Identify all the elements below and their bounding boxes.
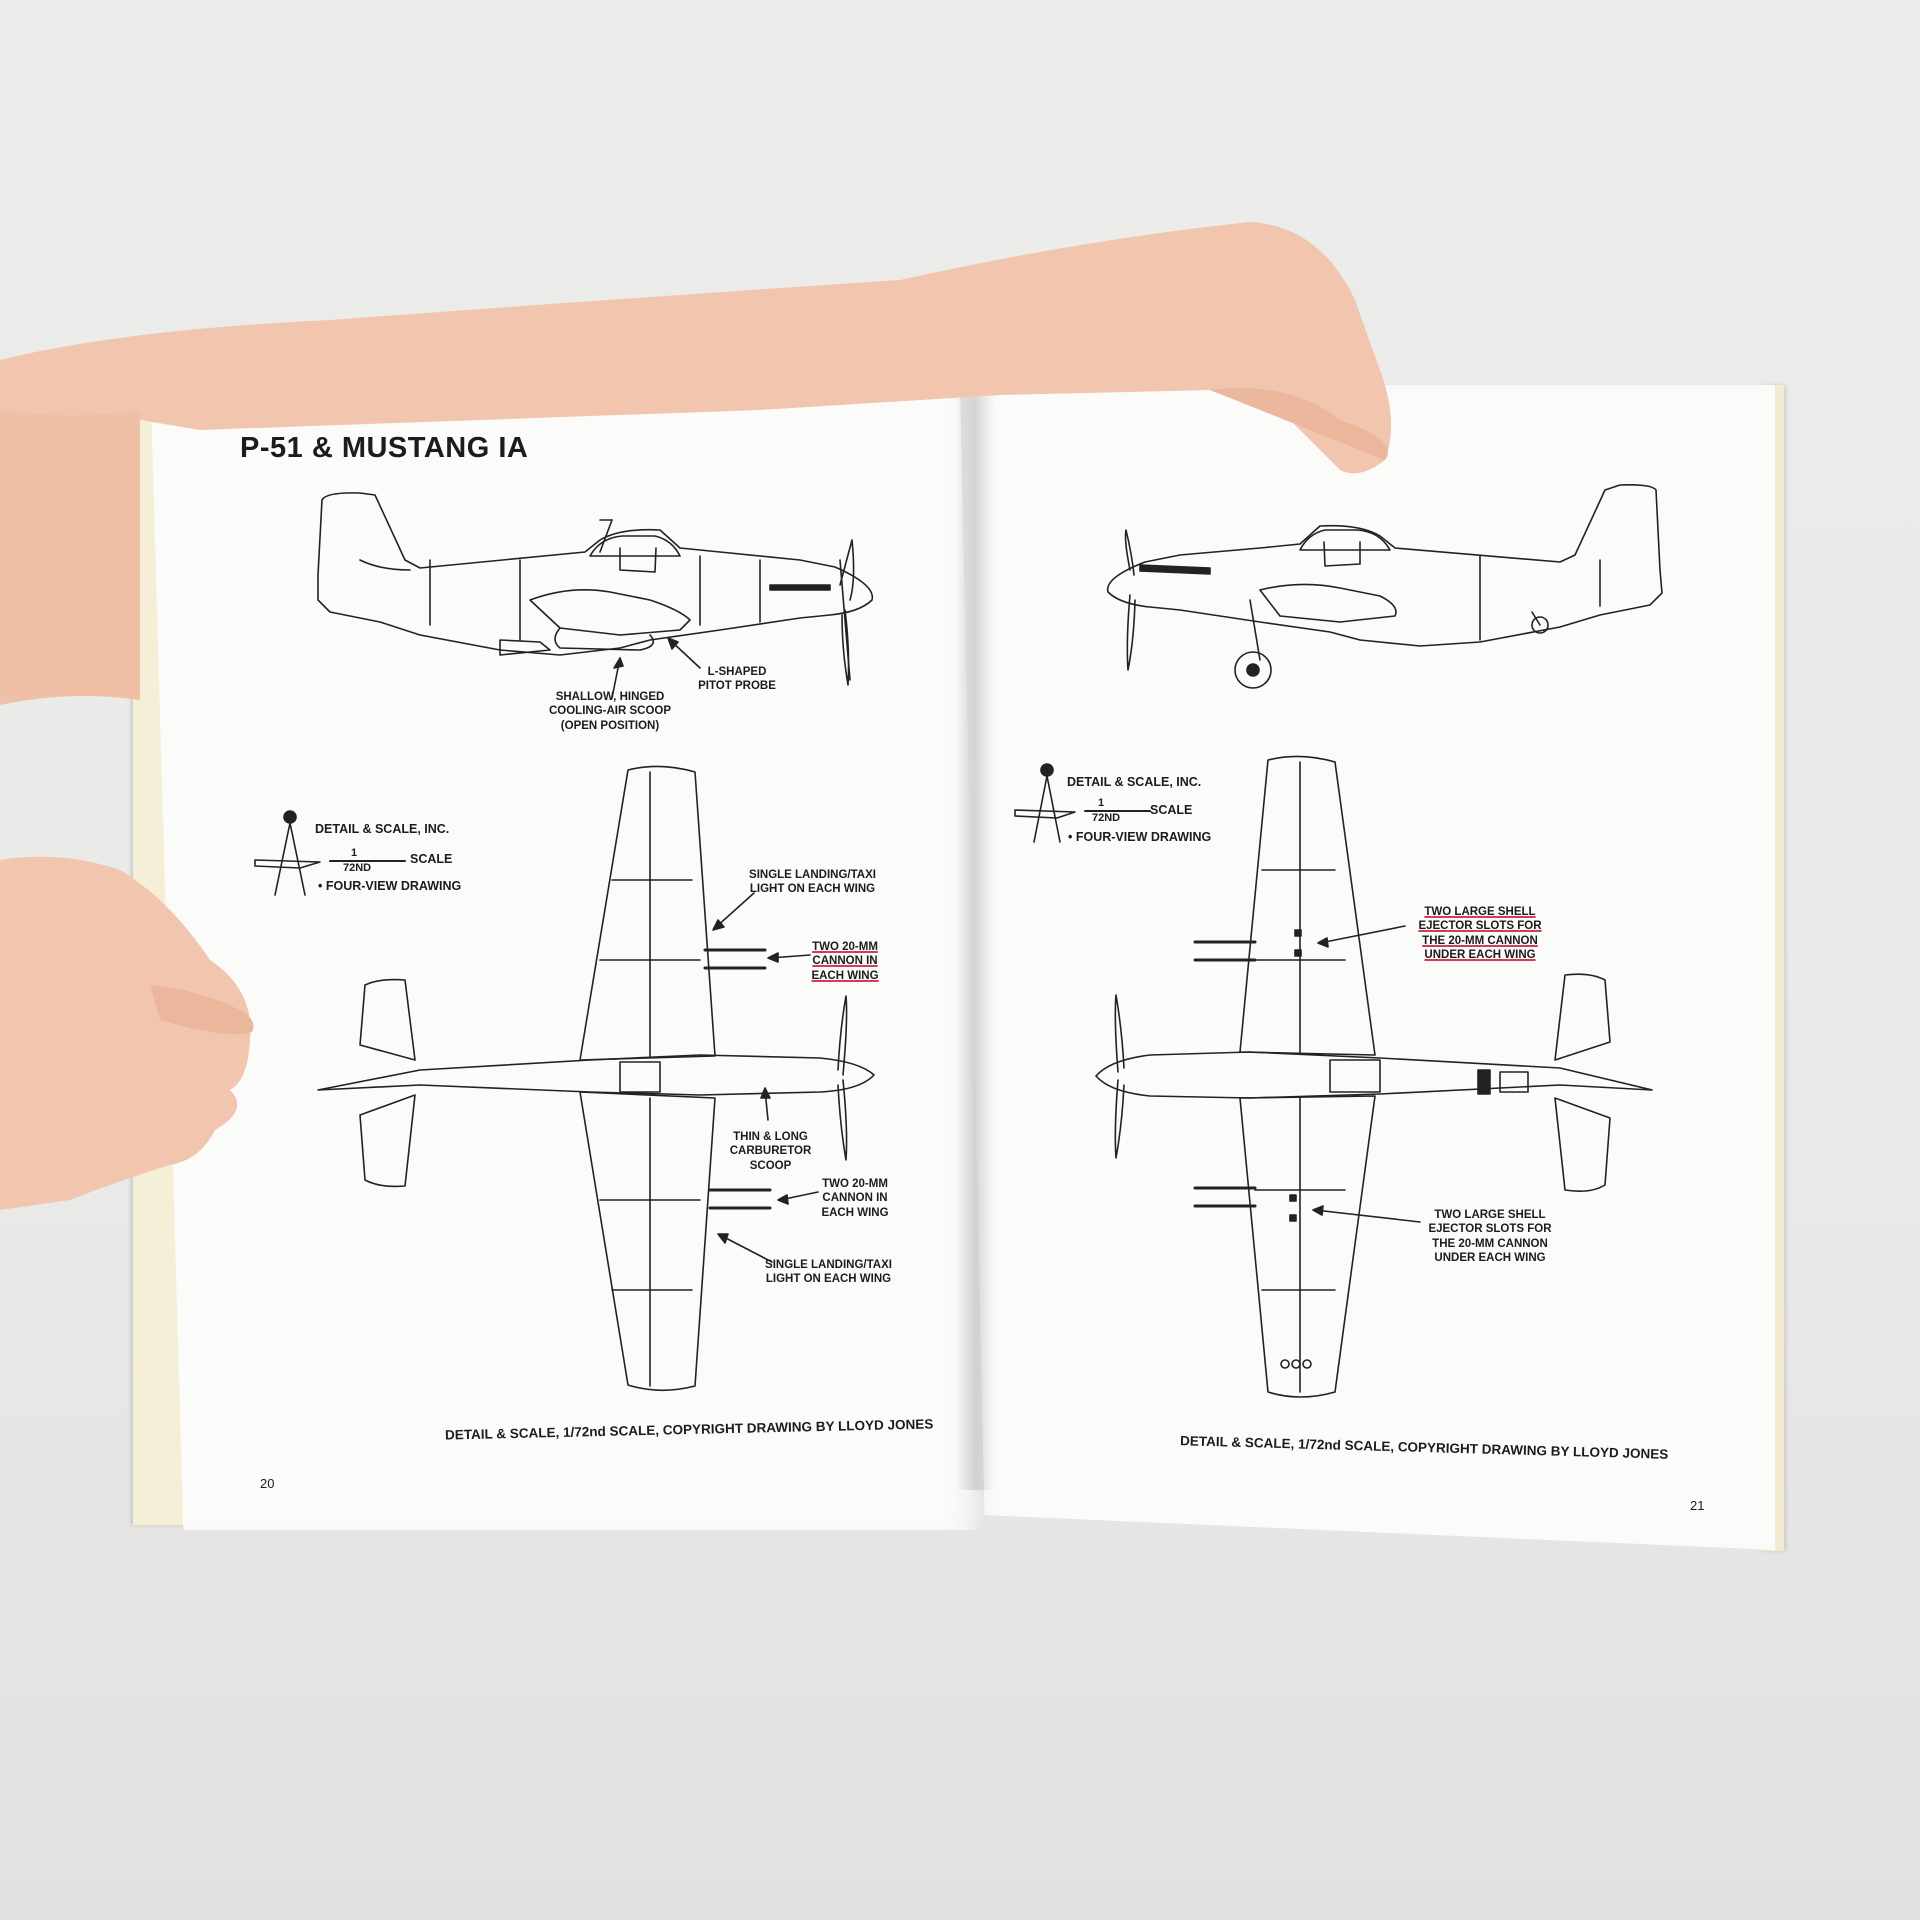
scale-logo-denominator-right: 72ND (1092, 812, 1121, 824)
right-plan-view-drawing (1095, 755, 1653, 1398)
scale-logo-company-right: DETAIL & SCALE, INC. (1067, 775, 1202, 789)
left-side-profile-drawing (317, 492, 874, 699)
callout-ejector-slots-top: TWO LARGE SHELL EJECTOR SLOTS FOR THE 20… (1418, 906, 1542, 962)
scale-logo-numerator-left: 1 (351, 847, 358, 859)
page-number-left: 20 (260, 1476, 275, 1491)
book-gutter (955, 380, 995, 1490)
scale-logo-numerator-right: 1 (1098, 797, 1105, 809)
scale-logo-drawing-type-right: • FOUR-VIEW DRAWING (1068, 830, 1212, 844)
callout-cannon-bottom: TWO 20-MM CANNON IN EACH WING (821, 1178, 889, 1219)
left-scale-logo-drawing (254, 810, 406, 896)
callout-landing-light-bottom: SINGLE LANDING/TAXI LIGHT ON EACH WING (765, 1259, 892, 1286)
scale-logo-denominator-left: 72ND (343, 862, 372, 874)
callout-cannon-top: TWO 20-MM CANNON IN EACH WING (811, 941, 879, 982)
callout-pitot-probe: L-SHAPED PITOT PROBE (698, 666, 776, 693)
page-title: P-51 & MUSTANG IA (240, 432, 529, 464)
callout-landing-light-top: SINGLE LANDING/TAXI LIGHT ON EACH WING (749, 869, 876, 896)
right-side-profile-drawing (1106, 484, 1663, 689)
hands (0, 222, 1392, 1210)
scale-logo-drawing-type-left: • FOUR-VIEW DRAWING (318, 879, 462, 893)
right-scale-logo-drawing (1014, 763, 1151, 843)
left-page (150, 365, 985, 1530)
callout-ejector-slots-bottom: TWO LARGE SHELL EJECTOR SLOTS FOR THE 20… (1428, 1209, 1552, 1265)
left-plan-view-drawing (317, 765, 875, 1392)
callout-carburetor-scoop: THIN & LONG CARBURETOR SCOOP (729, 1131, 812, 1172)
page-number-right: 21 (1690, 1498, 1705, 1513)
callout-cooling-air-scoop: SHALLOW, HINGED COOLING-AIR SCOOP (OPEN … (548, 691, 672, 732)
scale-logo-company-left: DETAIL & SCALE, INC. (315, 822, 450, 836)
right-page (960, 385, 1775, 1550)
scale-logo-scale-right: SCALE (1150, 803, 1193, 817)
scale-logo-scale-left: SCALE (410, 852, 453, 866)
